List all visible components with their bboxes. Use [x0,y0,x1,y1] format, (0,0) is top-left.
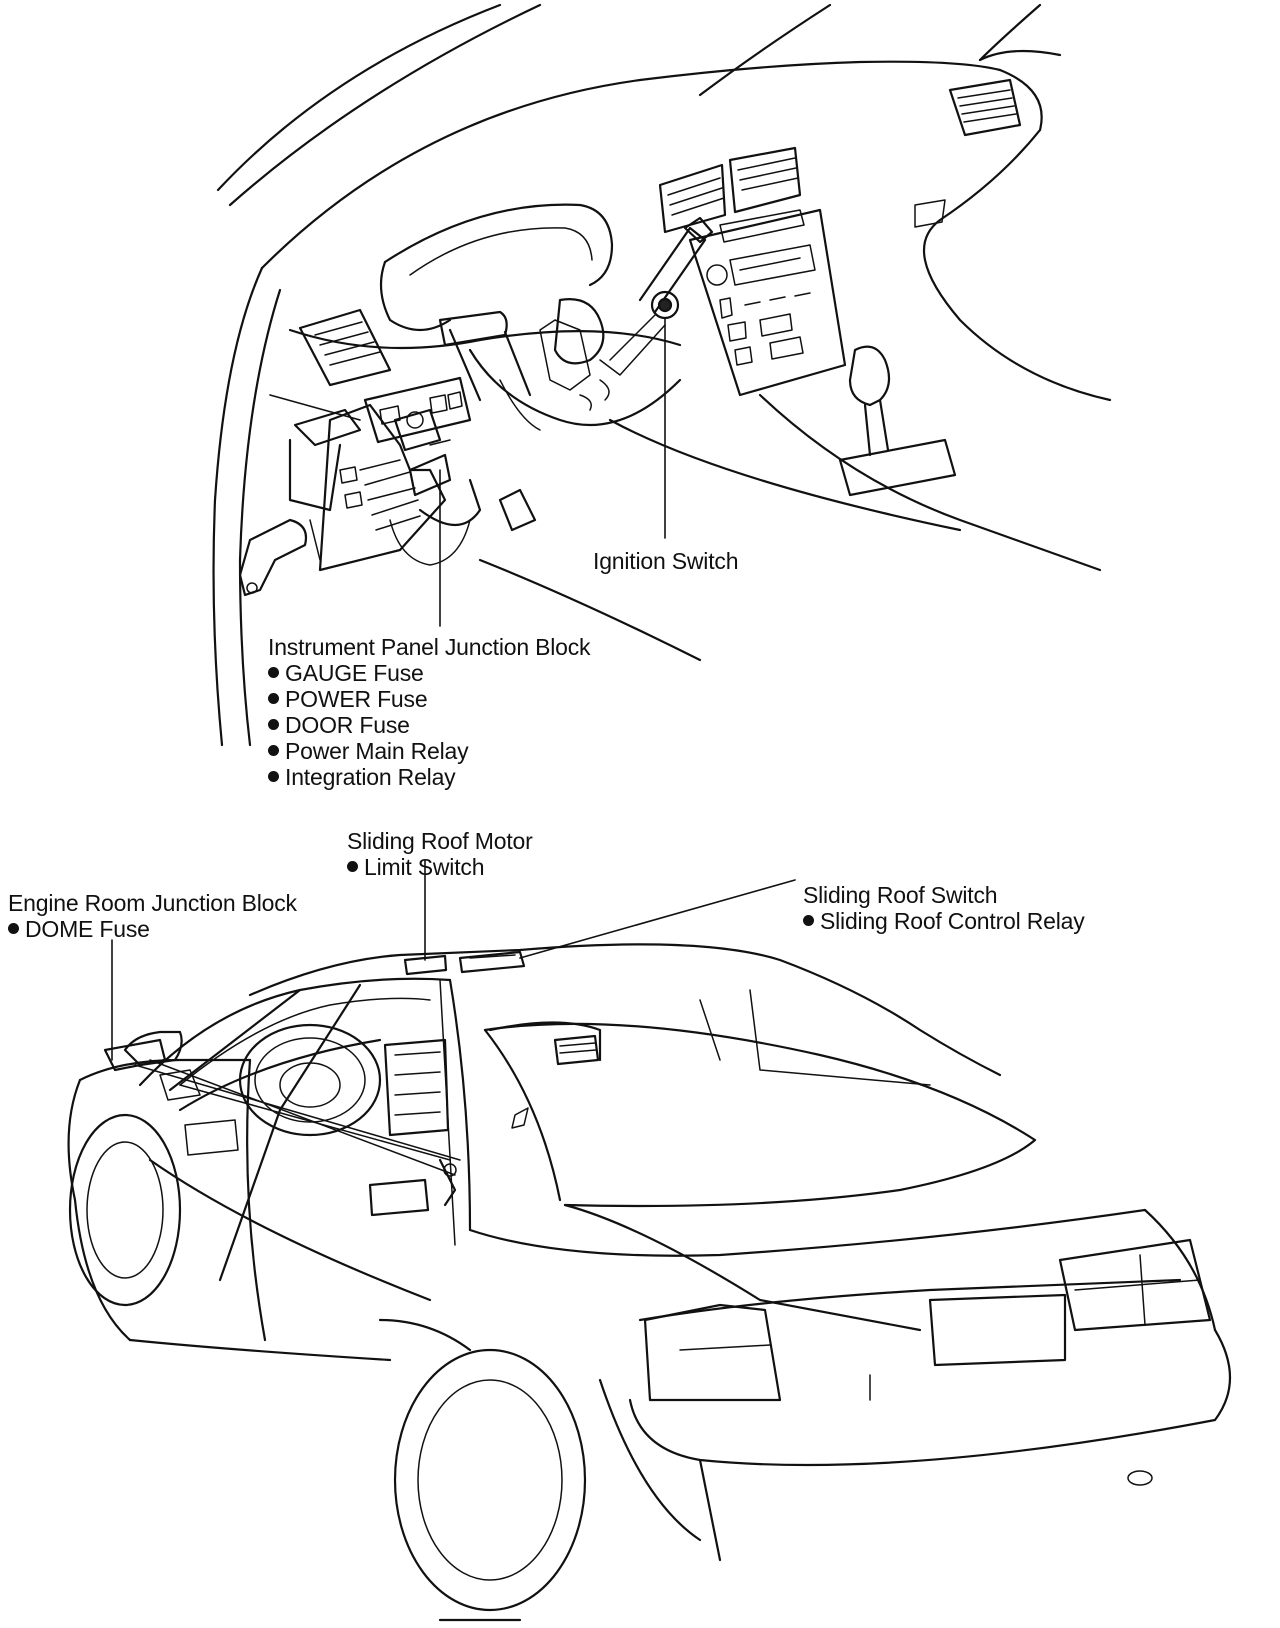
sliding-roof-switch-label: Sliding Roof Switch Sliding Roof Control… [803,882,1085,934]
bullet-icon [347,861,358,873]
ip-junction-item: POWER Fuse [268,686,590,712]
ip-junction-item: DOOR Fuse [268,712,590,738]
sliding-roof-motor-item: Limit Switch [347,854,533,880]
ip-junction-block-title: Instrument Panel Junction Block [268,634,591,660]
car-illustration [67,943,1231,1622]
bullet-icon [268,667,279,679]
ip-junction-block-label: Instrument Panel Junction Block GAUGE Fu… [268,634,591,790]
engine-room-junction-block-label: Engine Room Junction Block DOME Fuse [8,890,297,942]
ip-junction-item: Power Main Relay [268,738,590,764]
bullet-icon [268,745,279,757]
dashboard-illustration [212,3,1112,747]
sliding-roof-motor-title: Sliding Roof Motor [347,828,533,854]
bullet-icon [8,923,19,935]
bullet-icon [268,719,279,731]
ignition-switch-label: Ignition Switch [593,548,739,574]
bullet-icon [803,915,814,927]
ip-junction-item: Integration Relay [268,764,590,790]
leader-lines-car [111,859,796,1061]
sliding-roof-switch-title: Sliding Roof Switch [803,882,998,908]
leader-lines-dashboard [439,317,666,627]
sliding-roof-motor-label: Sliding Roof Motor Limit Switch [347,828,533,880]
engine-room-junction-item: DOME Fuse [8,916,297,942]
bullet-icon [268,693,279,705]
engine-room-junction-block-title: Engine Room Junction Block [8,890,297,916]
sliding-roof-switch-item: Sliding Roof Control Relay [803,908,1085,934]
bullet-icon [268,771,279,783]
ip-junction-item: GAUGE Fuse [268,660,590,686]
